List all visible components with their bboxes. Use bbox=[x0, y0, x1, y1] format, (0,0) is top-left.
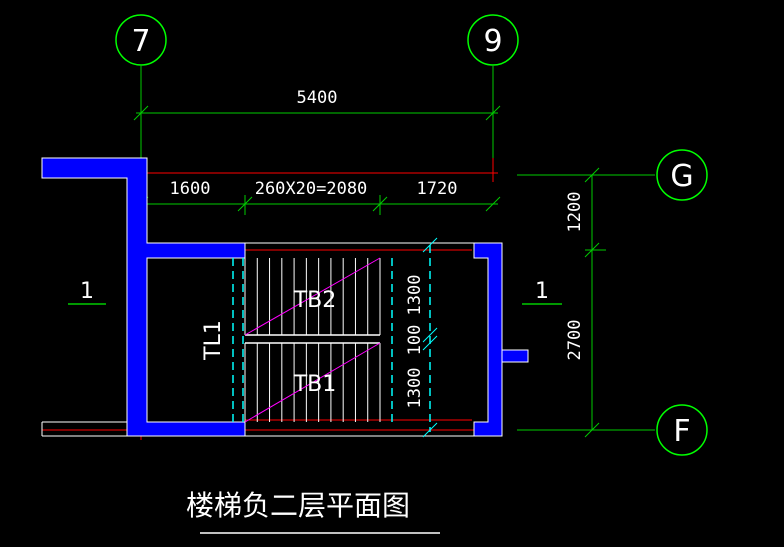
axis-bubble-F: F bbox=[656, 404, 708, 456]
dimension-texts: 5400 1600 260X20=2080 1720 1200 2700 130… bbox=[170, 88, 585, 408]
dim-mid: 100 bbox=[405, 325, 425, 356]
cyan-ticks bbox=[422, 237, 438, 438]
walls bbox=[41, 157, 529, 437]
dim-right-landing: 1720 bbox=[417, 179, 458, 199]
dim-overall: 5400 bbox=[297, 88, 338, 108]
title-text: 楼梯负二层平面图 bbox=[186, 489, 410, 522]
dim-left-landing: 1600 bbox=[170, 179, 211, 199]
axis-label-G: G bbox=[670, 159, 693, 194]
dim-run-bottom: 1300 bbox=[405, 368, 425, 409]
section-label-right: 1 bbox=[535, 279, 549, 304]
wall-right-stub bbox=[501, 349, 529, 363]
axis-label-F: F bbox=[673, 414, 690, 449]
flight-label-tb1: TB1 bbox=[293, 372, 337, 397]
dim-upper: 1200 bbox=[565, 192, 585, 233]
beam-label-tl1: TL1 bbox=[201, 320, 226, 361]
mid-landing bbox=[245, 334, 380, 344]
axis-bubble-9: 9 bbox=[467, 14, 519, 66]
wall-right bbox=[473, 242, 503, 437]
dim-run-top: 1300 bbox=[405, 275, 425, 316]
dim-lower: 2700 bbox=[565, 320, 585, 361]
section-marker-left: 1 bbox=[68, 279, 106, 305]
dim-steps: 260X20=2080 bbox=[255, 179, 368, 199]
axis-label-7: 7 bbox=[131, 24, 150, 59]
axis-bubble-G: G bbox=[656, 149, 708, 201]
stair-treads bbox=[244, 258, 381, 422]
drawing-title: 楼梯负二层平面图 bbox=[186, 489, 440, 534]
section-marker-right: 1 bbox=[522, 279, 562, 305]
wall-top-left-stub bbox=[41, 157, 246, 437]
cyan-lines bbox=[232, 245, 431, 432]
flight-arrows bbox=[244, 257, 381, 423]
section-label-left: 1 bbox=[80, 279, 94, 304]
axis-label-9: 9 bbox=[483, 24, 502, 59]
wall-outline bbox=[41, 242, 474, 437]
flight-label-tb2: TB2 bbox=[293, 288, 337, 313]
axis-bubble-7: 7 bbox=[115, 14, 167, 66]
